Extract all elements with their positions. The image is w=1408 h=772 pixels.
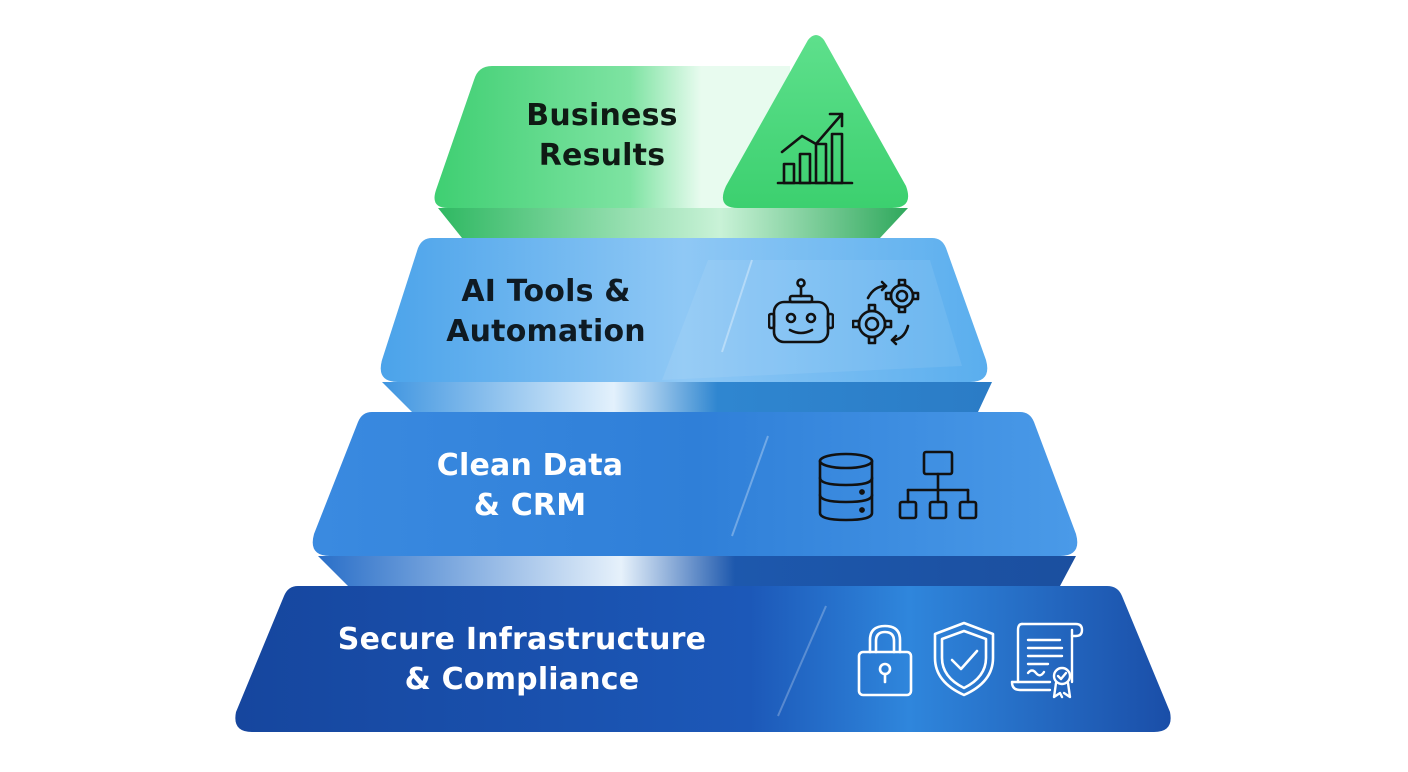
tier-3-divider (731, 435, 769, 537)
tier-4-label-line1: Secure Infrastructure (337, 622, 707, 657)
database-icon (816, 452, 876, 522)
tier-3-label-line2: & CRM (473, 488, 587, 523)
tier-3-base (318, 556, 1076, 586)
tier-4-divider (777, 605, 827, 717)
tier-2-base (382, 382, 992, 412)
robot-icon (768, 278, 834, 346)
gears-cycle-icon (852, 278, 924, 346)
tier-2-label-line1: AI Tools & (461, 274, 631, 309)
hierarchy-icon (898, 450, 978, 522)
tier-1-triangle (722, 35, 909, 208)
tier-2-label-line2: Automation (446, 314, 646, 349)
tier-2-shape (380, 238, 988, 382)
tier-1-label-line2: Results (538, 138, 666, 173)
tier-1-base (438, 208, 908, 238)
shield-check-icon (932, 620, 996, 698)
tier-2-divider (721, 259, 753, 353)
tier-4-label-line2: & Compliance (404, 662, 640, 697)
certificate-icon (1010, 620, 1084, 700)
tier-1-label: Business Results (482, 96, 722, 176)
tier-4-label: Secure Infrastructure & Compliance (322, 620, 722, 700)
tier-2-facet (662, 260, 962, 380)
tier-3-shape (312, 412, 1078, 556)
tier-3-label: Clean Data & CRM (390, 446, 670, 526)
tier-2-label: AI Tools & Automation (416, 272, 676, 352)
bar-chart-growth-icon (776, 106, 854, 186)
tier-3-label-line1: Clean Data (436, 448, 624, 483)
tier-1-shape (434, 66, 790, 208)
tier-4-shape (235, 586, 1171, 732)
lock-icon (856, 622, 914, 698)
tier-1-label-line1: Business (526, 98, 678, 133)
